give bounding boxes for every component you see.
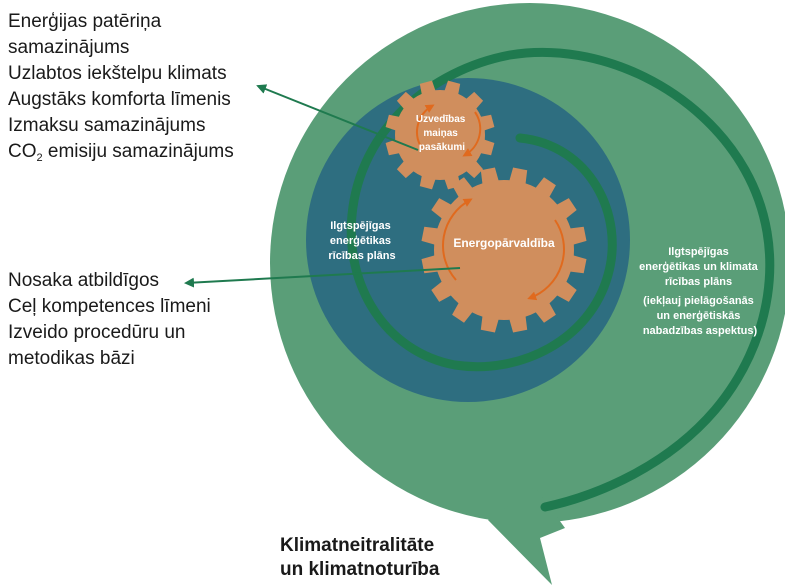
co2-suffix: emisiju samazinājums (42, 141, 234, 162)
management-item-2: Ceļ kompetences līmeni (8, 296, 211, 317)
smallGear-body (385, 80, 495, 190)
goal-label-line-1: Klimatneitralitāte (280, 535, 435, 556)
outer-circle-label-1: Ilgtspējīgas (668, 246, 729, 258)
outer-circle-label-3: rīcības plāns (665, 276, 732, 288)
co2-prefix: CO (8, 141, 37, 162)
benefits-list: Enerģijas patēriņa samazinājums Uzlabtos… (8, 9, 234, 171)
inner-circle-label-3: rīcības plāns (328, 250, 395, 262)
outer-arrowhead (488, 487, 565, 585)
benefit-item-2: samazinājums (8, 37, 130, 58)
small-gear (385, 80, 495, 190)
outer-circle-label-4: (iekļauj pielāgošanās (643, 295, 754, 307)
big-gear (421, 167, 587, 333)
pointer-arrow-top (256, 84, 419, 151)
outer-circle-label-2: enerģētikas un klimata (639, 260, 758, 273)
pointer-arrow-mid (184, 267, 461, 288)
benefit-item-5: Izmaksu samazinājums (8, 115, 206, 136)
inner-circle-label-2: enerģētikas (330, 234, 391, 247)
outer-circle-label-6: nabadzības aspektus) (643, 325, 758, 337)
management-item-1: Nosaka atbildīgos (8, 270, 160, 291)
benefit-item-4: Augstāks komforta līmenis (8, 89, 231, 110)
svg-text:Ilgtspējīgas enerģētikas u: Ilgtspējīgas enerģētikas un klimata rīcī… (639, 246, 761, 337)
management-list: Nosaka atbildīgos Ceļ kompetences līmeni… (8, 268, 211, 372)
management-item-4: metodikas bāzi (8, 348, 135, 369)
co2-subscript: 2 (36, 152, 43, 164)
small-gear-arrow-left (416, 104, 435, 146)
goal-label-line-2: un klimatnoturība (280, 559, 440, 580)
big-gear-arrow-left (442, 198, 473, 281)
small-gear-label-2: maiņas (423, 128, 458, 139)
big-gear-arrow-right (527, 219, 565, 301)
small-gear-arrow-right (462, 111, 482, 157)
goal-label: Klimatneitralitāte un klimatnoturība (280, 534, 439, 582)
bigGear-body (421, 167, 587, 333)
small-gear-label-1: Uzvedības (416, 114, 466, 125)
big-gear-label: Energopārvaldība (453, 236, 555, 250)
svg-text:Ilgtspējīgas enerģētikas: Ilgtspējīgas enerģētikas rīcības plāns (328, 220, 395, 262)
small-gear-label-3: pasākumi (419, 142, 465, 153)
management-item-3: Izveido procedūru un (8, 322, 186, 343)
inner-circle-label-1: Ilgtspējīgas (330, 220, 391, 232)
benefit-item-1: Enerģijas patēriņa (8, 11, 162, 32)
svg-text:Uzvedības maiņas pasāk: Uzvedības maiņas pasākumi (416, 114, 468, 153)
outer-circle-label-5: un enerģētiskās (657, 309, 741, 322)
benefit-item-co2: CO2 emisiju samazinājums (8, 139, 234, 171)
benefit-item-3: Uzlabtos iekštelpu klimats (8, 63, 227, 84)
